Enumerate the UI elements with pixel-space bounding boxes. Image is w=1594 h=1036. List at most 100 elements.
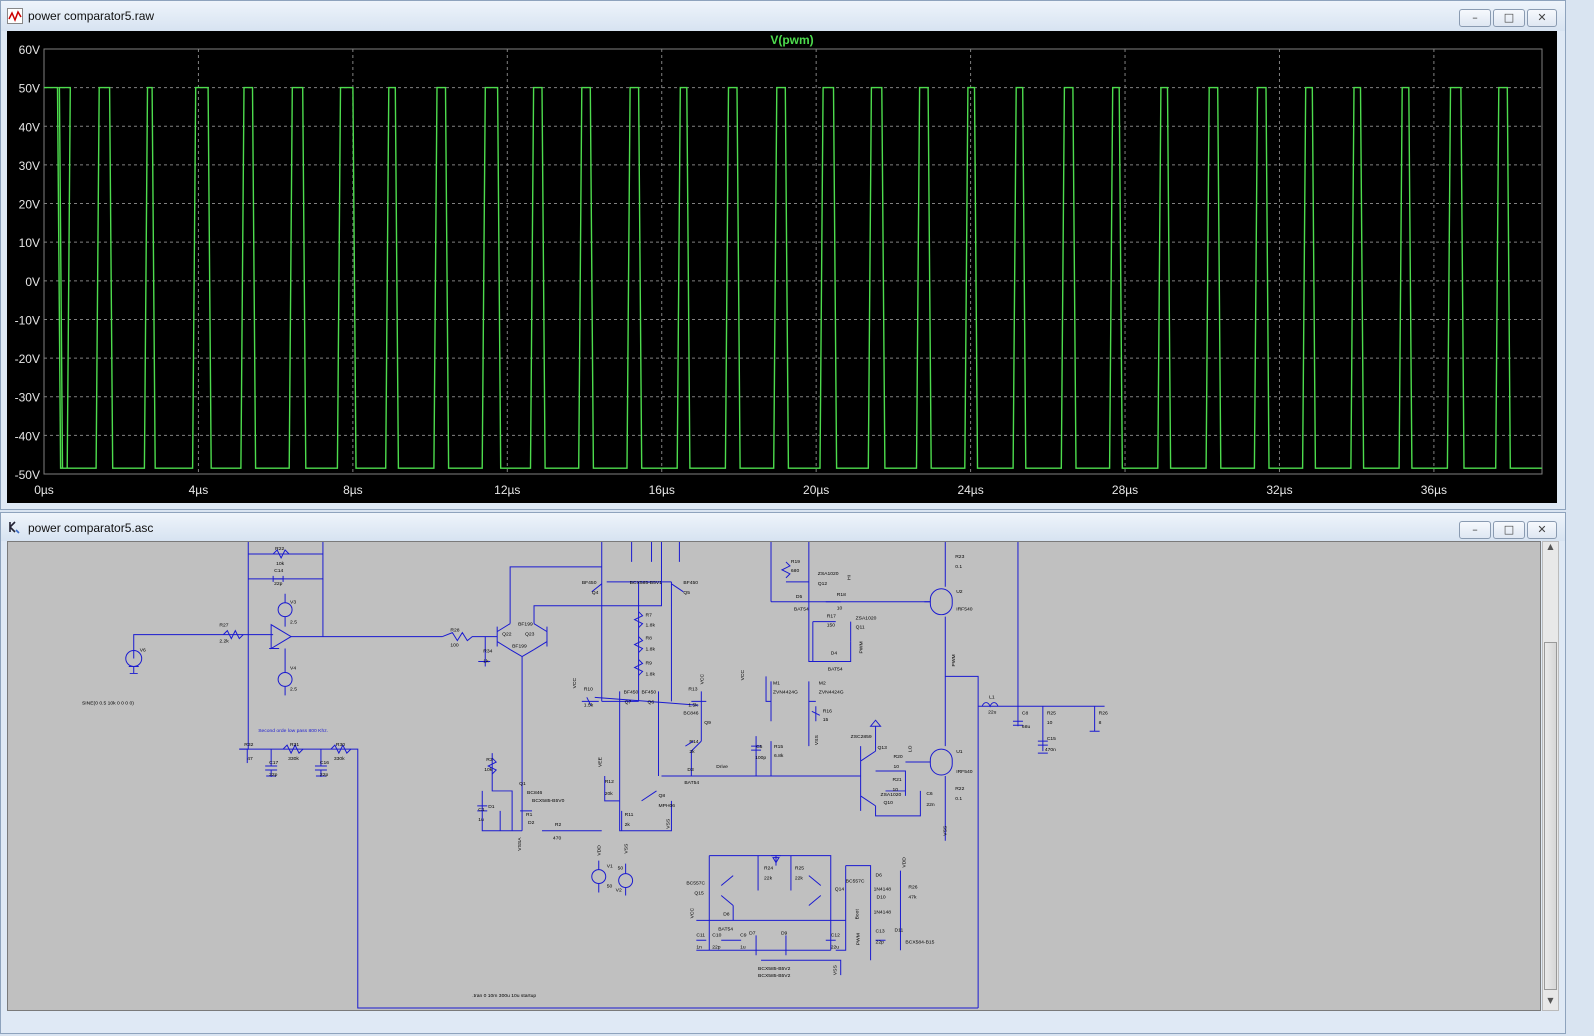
component-label[interactable]: R3 xyxy=(486,757,493,763)
net-label[interactable]: VSSA xyxy=(517,837,523,851)
component-label[interactable]: D7 xyxy=(749,930,756,936)
net-label[interactable]: VCC xyxy=(699,673,705,684)
component-label[interactable]: R2 xyxy=(555,822,562,828)
component-label[interactable]: 47 xyxy=(247,756,253,762)
component-label[interactable]: 10k xyxy=(276,561,285,567)
vertical-scrollbar[interactable]: ▲ ▼ xyxy=(1542,541,1559,1011)
component-label[interactable]: R7 xyxy=(646,613,653,619)
net-label[interactable]: VDD xyxy=(901,857,907,868)
component-label[interactable]: 470n xyxy=(1045,747,1056,753)
component-label[interactable]: 680 xyxy=(791,568,800,574)
component-label[interactable]: D1 xyxy=(488,804,495,810)
component-label[interactable]: 1n xyxy=(696,944,702,950)
component-label[interactable]: Drive xyxy=(716,764,728,770)
component-label[interactable]: 2.5 xyxy=(290,620,297,626)
net-label[interactable]: VDD xyxy=(597,845,603,856)
component-label[interactable]: 22k xyxy=(764,876,773,882)
component-label[interactable]: C12 xyxy=(831,932,840,938)
component-label[interactable]: V4 xyxy=(290,665,296,671)
component-label[interactable]: BCX585-B5V0 xyxy=(532,798,565,804)
scroll-up-icon[interactable]: ▲ xyxy=(1547,542,1554,551)
component-label[interactable]: D3 xyxy=(687,767,694,773)
net-label[interactable]: VEE xyxy=(598,756,604,767)
component-label[interactable]: 15 xyxy=(823,717,829,723)
maximize-button[interactable]: □ xyxy=(1493,521,1525,539)
component-label[interactable]: R17 xyxy=(827,614,836,620)
component-label[interactable]: 150 xyxy=(827,623,836,629)
component-label[interactable]: C15 xyxy=(1047,736,1056,742)
component-label[interactable]: 68u xyxy=(1022,724,1031,730)
component-label[interactable]: R27 xyxy=(219,623,228,629)
component-label[interactable]: Q8 xyxy=(658,793,665,799)
component-label[interactable]: ZSC2859 xyxy=(851,734,872,740)
component-label[interactable]: 1N4148 xyxy=(874,887,892,893)
component-label[interactable]: C9 xyxy=(740,932,747,938)
component-label[interactable]: Q7 xyxy=(625,699,632,705)
net-label[interactable]: PWM xyxy=(856,933,862,945)
y-tick-label[interactable]: -20V xyxy=(15,352,40,366)
component-label[interactable]: BC557C xyxy=(846,879,865,885)
component-label[interactable]: BAT54 xyxy=(718,926,733,932)
component-label[interactable]: C10 xyxy=(712,932,721,938)
y-tick-label[interactable]: 50V xyxy=(19,82,40,96)
component-label[interactable]: ZVN4424G xyxy=(773,689,798,695)
net-label[interactable]: VSS xyxy=(814,735,820,746)
component-label[interactable]: 22p xyxy=(274,581,283,587)
component-label[interactable]: 22u xyxy=(988,709,997,715)
net-label[interactable]: VSS xyxy=(833,965,839,976)
component-label[interactable]: BF450 xyxy=(582,580,597,586)
component-label[interactable]: BF199 xyxy=(512,644,527,650)
component-label[interactable]: U2 xyxy=(956,589,963,595)
schematic-titlebar[interactable]: power comparator5.asc – □ ✕ xyxy=(1,513,1565,541)
component-label[interactable]: D2 xyxy=(528,820,535,826)
component-label[interactable]: C6 xyxy=(926,791,933,797)
component-label[interactable]: BC557C xyxy=(686,881,705,887)
component-label[interactable]: C11 xyxy=(696,932,705,938)
component-label[interactable]: R18 xyxy=(837,592,846,598)
component-label[interactable]: BAT54 xyxy=(684,780,699,786)
component-label[interactable]: R15 xyxy=(774,744,783,750)
component-label[interactable]: BF450 xyxy=(642,689,657,695)
component-label[interactable]: R31 xyxy=(290,742,299,748)
component-label[interactable]: BCX584-B15 xyxy=(905,939,934,945)
component-label[interactable]: Q9 xyxy=(704,720,711,726)
component-label[interactable]: 100p xyxy=(755,755,766,761)
component-label[interactable]: BC846 xyxy=(527,790,542,796)
component-label[interactable]: BF450 xyxy=(624,689,639,695)
component-label[interactable]: R28 xyxy=(450,628,459,634)
component-label[interactable]: 22p xyxy=(320,772,329,778)
x-tick-label[interactable]: 28µs xyxy=(1112,483,1138,497)
component-label[interactable]: Q6 xyxy=(648,699,655,705)
net-label[interactable]: VCC xyxy=(689,907,695,918)
y-tick-label[interactable]: -40V xyxy=(15,429,40,443)
component-label[interactable]: R24 xyxy=(764,866,773,872)
component-label[interactable]: R13 xyxy=(688,686,697,692)
component-label[interactable]: 22p xyxy=(712,944,721,950)
component-label[interactable]: BCX585-B5V2 xyxy=(758,973,791,979)
component-label[interactable]: BAT54 xyxy=(828,666,843,672)
net-label[interactable]: VSS xyxy=(624,843,630,854)
component-label[interactable]: R26 xyxy=(1099,710,1108,716)
component-label[interactable]: 1N4148 xyxy=(874,909,892,915)
component-label[interactable]: R8 xyxy=(646,636,653,642)
component-label[interactable]: D11 xyxy=(894,927,903,933)
component-label[interactable]: 22n xyxy=(926,802,935,808)
component-label[interactable]: 1.8k xyxy=(646,623,656,629)
x-tick-label[interactable]: 20µs xyxy=(803,483,829,497)
component-label[interactable]: ZSA1020 xyxy=(818,571,839,577)
component-label[interactable]: 470 xyxy=(553,836,562,842)
x-tick-label[interactable]: 12µs xyxy=(494,483,520,497)
y-tick-label[interactable]: 60V xyxy=(19,43,40,57)
component-label[interactable]: SINE(0 0.5 10k 0 0 0 0) xyxy=(82,700,134,706)
component-label[interactable]: Second orde low pass 800 Khz. xyxy=(258,728,328,734)
component-label[interactable]: U1 xyxy=(956,749,963,755)
component-label[interactable]: 330k xyxy=(334,756,345,762)
component-label[interactable]: 2k xyxy=(689,749,695,755)
component-label[interactable]: BC846 xyxy=(683,710,698,716)
component-label[interactable]: Q15 xyxy=(694,890,704,896)
component-label[interactable]: R19 xyxy=(791,559,800,565)
component-label[interactable]: 0.1 xyxy=(955,564,962,570)
component-label[interactable]: 10 xyxy=(1047,720,1053,726)
y-tick-label[interactable]: 0V xyxy=(25,275,40,289)
